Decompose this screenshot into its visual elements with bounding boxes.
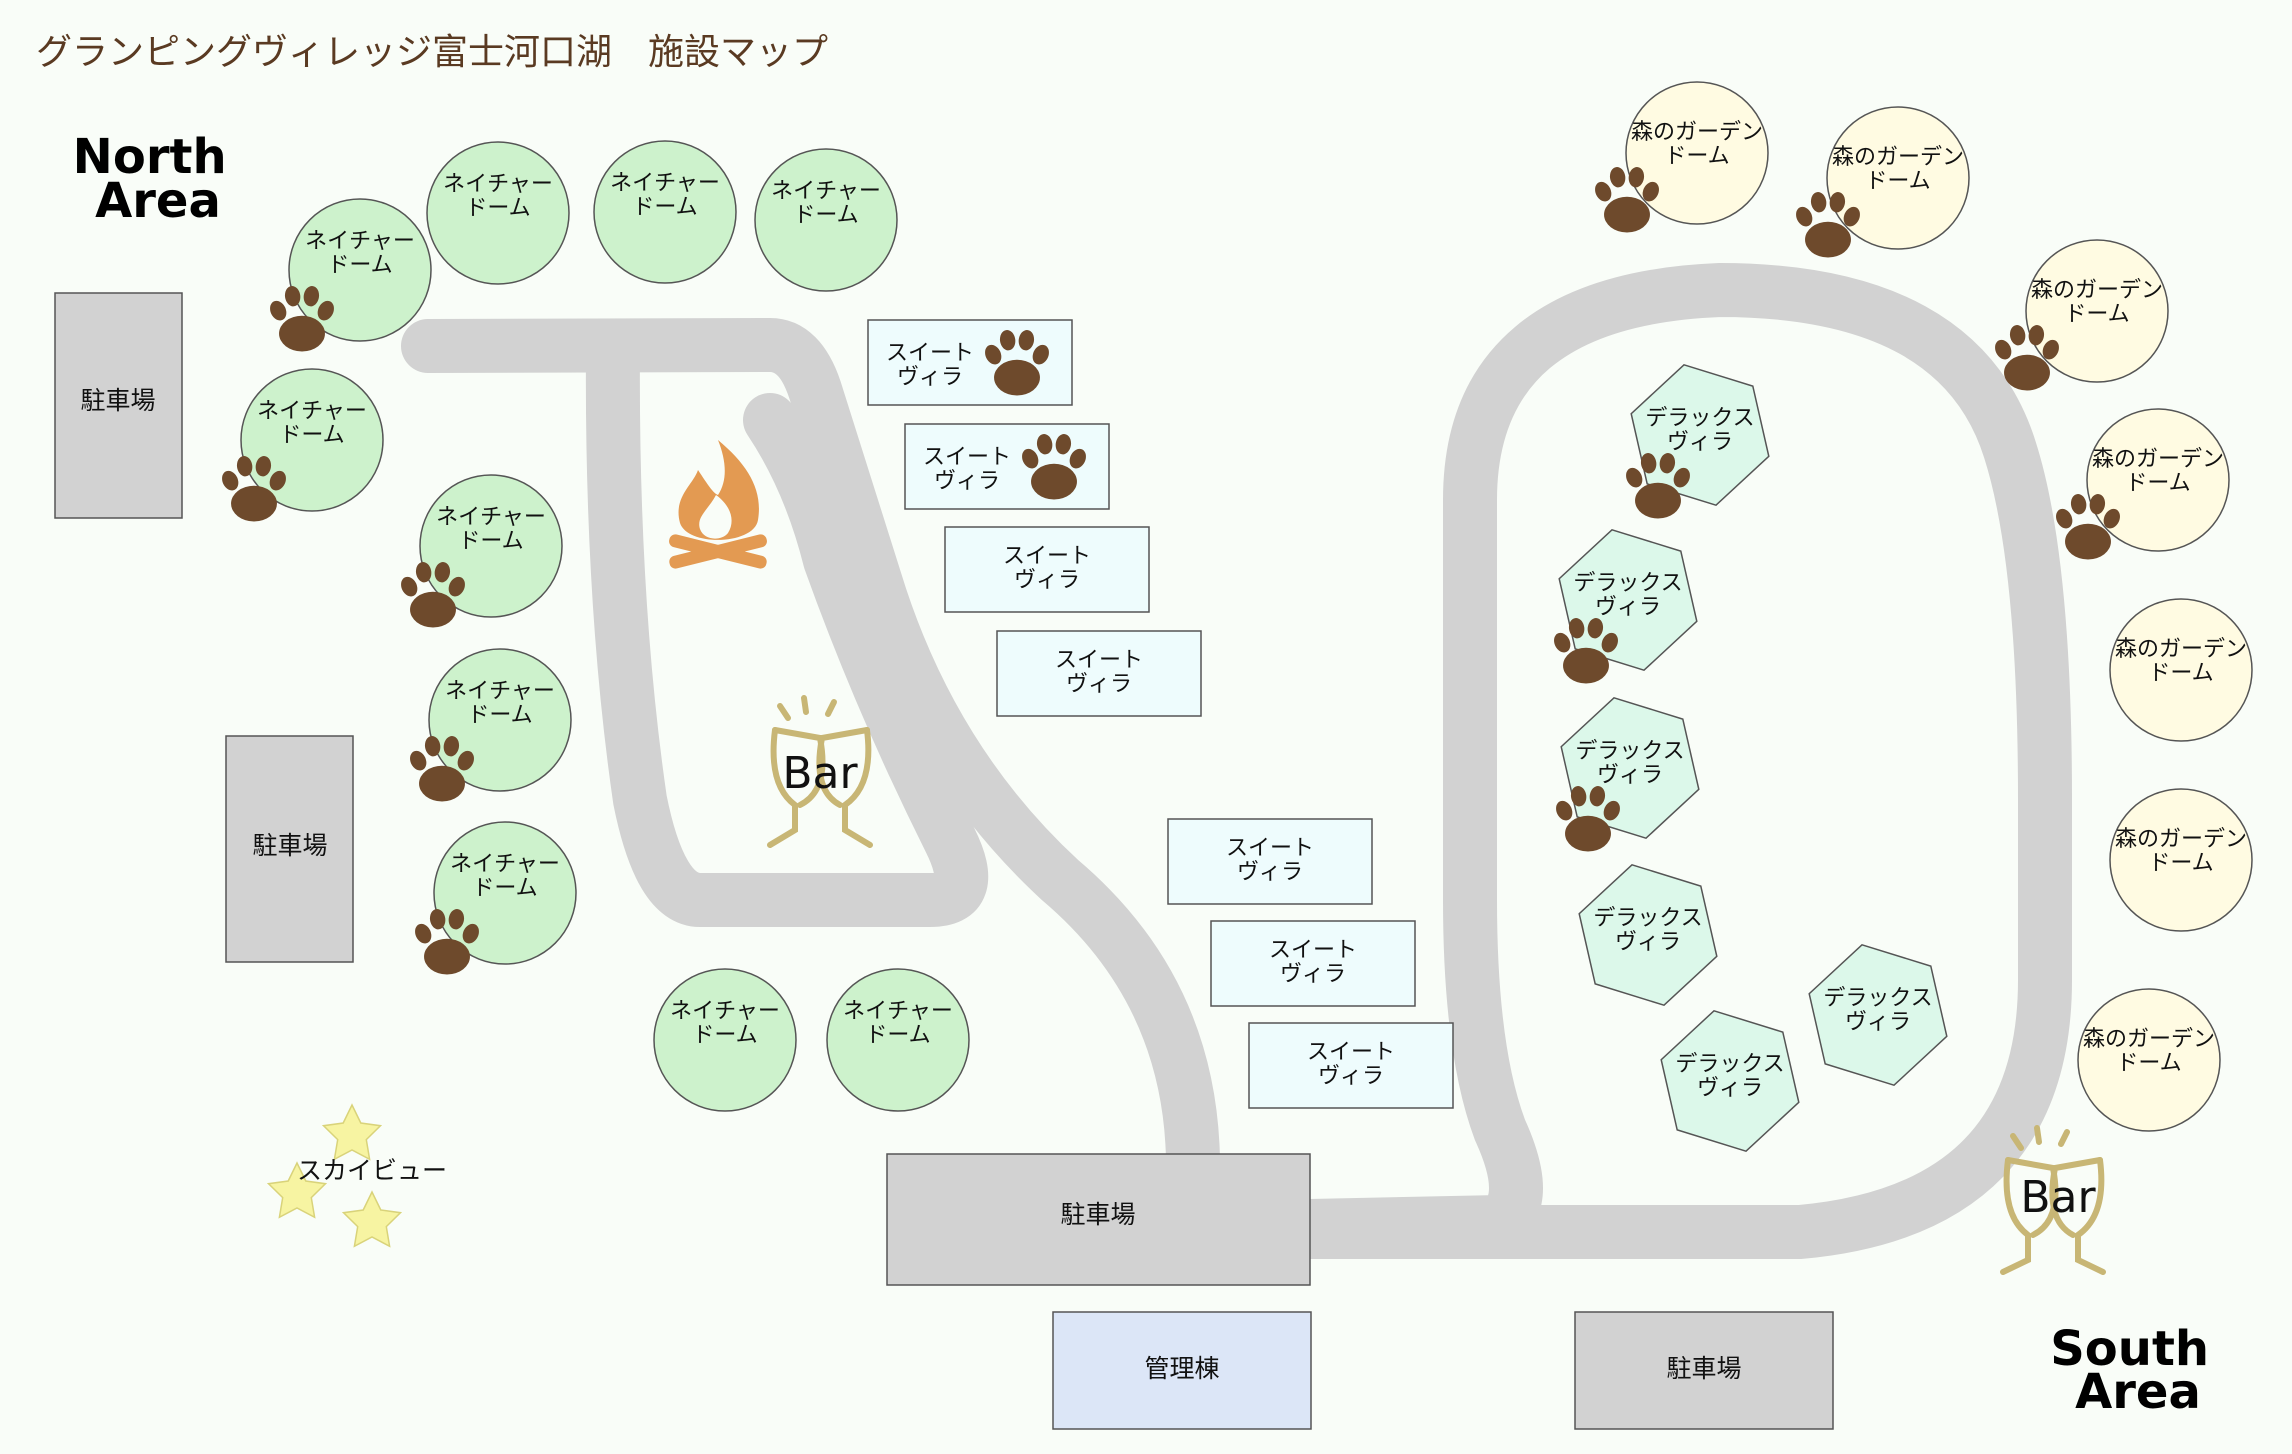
garden-dome[interactable]: 森のガーデンドーム bbox=[2109, 598, 2253, 742]
admin-building: 管理棟 bbox=[1052, 1311, 1312, 1430]
svg-text:駐車場: 駐車場 bbox=[1060, 1200, 1135, 1229]
bar-north: Bar bbox=[767, 695, 873, 848]
parking-lot: 駐車場 bbox=[225, 735, 354, 963]
nature-dome[interactable]: ネイチャードーム bbox=[653, 968, 797, 1112]
star-icon bbox=[322, 1104, 382, 1161]
wine-glasses-icon bbox=[767, 695, 873, 848]
svg-text:管理棟: 管理棟 bbox=[1144, 1354, 1219, 1383]
unit-label: 森のガーデンドーム bbox=[2031, 278, 2163, 327]
roads bbox=[401, 263, 2072, 1259]
garden-dome[interactable]: 森のガーデンドーム bbox=[2077, 988, 2221, 1132]
unit-label: ネイチャードーム bbox=[450, 852, 560, 901]
nature-domes: ネイチャードームネイチャードームネイチャードームネイチャードームネイチャードーム… bbox=[218, 140, 970, 1112]
nature-dome[interactable]: ネイチャードーム bbox=[397, 474, 563, 628]
svg-text:スカイビュー: スカイビュー bbox=[297, 1156, 447, 1185]
deluxe-villa[interactable]: デラックスヴィラ bbox=[1578, 863, 1718, 1007]
nature-dome[interactable]: ネイチャードーム bbox=[411, 821, 577, 975]
unit-label: デラックスヴィラ bbox=[1823, 986, 1932, 1035]
sky-view: スカイビュー bbox=[267, 1104, 447, 1248]
nature-dome[interactable]: ネイチャードーム bbox=[406, 648, 572, 802]
suite-villa[interactable]: スイートヴィラ bbox=[996, 630, 1202, 717]
nature-dome[interactable]: ネイチャードーム bbox=[218, 368, 384, 522]
unit-label: デラックスヴィラ bbox=[1593, 906, 1702, 955]
unit-label: 森のガーデンドーム bbox=[2115, 827, 2247, 876]
map-title: グランピングヴィレッジ富士河口湖 施設マップ bbox=[36, 32, 828, 73]
nature-dome[interactable]: ネイチャードーム bbox=[593, 140, 737, 284]
unit-label: 森のガーデンドーム bbox=[1832, 145, 1964, 194]
bar-south: Bar bbox=[2000, 1125, 2106, 1275]
nature-dome[interactable]: ネイチャードーム bbox=[754, 148, 898, 292]
unit-label: デラックスヴィラ bbox=[1675, 1052, 1784, 1101]
unit-label: ネイチャードーム bbox=[610, 171, 720, 220]
garden-dome[interactable]: 森のガーデンドーム bbox=[2109, 788, 2253, 932]
suite-villa[interactable]: スイートヴィラ bbox=[1210, 920, 1416, 1007]
svg-text:Bar: Bar bbox=[2020, 1172, 2096, 1223]
unit-label: スイートヴィラ bbox=[886, 341, 974, 390]
garden-dome[interactable]: 森のガーデンドーム bbox=[1792, 106, 1970, 258]
unit-label: スイートヴィラ bbox=[1226, 836, 1314, 885]
garden-dome[interactable]: 森のガーデンドーム bbox=[1991, 239, 2169, 391]
suite-villas: スイートヴィラスイートヴィラスイートヴィラスイートヴィラスイートヴィラスイートヴ… bbox=[867, 319, 1454, 1109]
svg-text:駐車場: 駐車場 bbox=[1666, 1354, 1741, 1383]
suite-villa[interactable]: スイートヴィラ bbox=[867, 319, 1073, 406]
deluxe-villa[interactable]: デラックスヴィラ bbox=[1660, 1009, 1800, 1153]
unit-label: ネイチャードーム bbox=[843, 999, 953, 1048]
nature-dome[interactable]: ネイチャードーム bbox=[266, 198, 432, 352]
unit-label: デラックスヴィラ bbox=[1645, 406, 1754, 455]
north-area-label: North Area bbox=[73, 129, 244, 229]
unit-label: 森のガーデンドーム bbox=[2092, 447, 2224, 496]
deluxe-villa[interactable]: デラックスヴィラ bbox=[1550, 528, 1698, 684]
campfire-icon bbox=[669, 440, 767, 569]
parking-lot: 駐車場 bbox=[886, 1153, 1311, 1286]
unit-label: ネイチャードーム bbox=[436, 505, 546, 554]
unit-label: デラックスヴィラ bbox=[1573, 571, 1682, 620]
deluxe-villa[interactable]: デラックスヴィラ bbox=[1552, 696, 1700, 852]
garden-domes: 森のガーデンドーム森のガーデンドーム森のガーデンドーム森のガーデンドーム森のガー… bbox=[1591, 81, 2253, 1132]
suite-villa[interactable]: スイートヴィラ bbox=[904, 423, 1110, 510]
deluxe-villa[interactable]: デラックスヴィラ bbox=[1808, 943, 1948, 1087]
garden-dome[interactable]: 森のガーデンドーム bbox=[2052, 408, 2230, 560]
svg-text:駐車場: 駐車場 bbox=[80, 386, 155, 415]
unit-label: ネイチャードーム bbox=[771, 179, 881, 228]
suite-villa[interactable]: スイートヴィラ bbox=[1248, 1022, 1454, 1109]
suite-villa[interactable]: スイートヴィラ bbox=[944, 526, 1150, 613]
unit-label: 森のガーデンドーム bbox=[2083, 1027, 2215, 1076]
star-icon bbox=[342, 1191, 402, 1248]
deluxe-villas: デラックスヴィラデラックスヴィラデラックスヴィラデラックスヴィラデラックスヴィラ… bbox=[1550, 363, 1948, 1153]
unit-label: スイートヴィラ bbox=[1307, 1040, 1395, 1089]
unit-label: ネイチャードーム bbox=[443, 172, 553, 221]
unit-label: ネイチャードーム bbox=[305, 229, 415, 278]
garden-dome[interactable]: 森のガーデンドーム bbox=[1591, 81, 1769, 233]
svg-text:Bar: Bar bbox=[782, 748, 858, 799]
wine-glasses-icon bbox=[2000, 1125, 2106, 1275]
deluxe-villa[interactable]: デラックスヴィラ bbox=[1622, 363, 1770, 519]
south-area-label: South Area bbox=[2050, 1321, 2226, 1420]
unit-label: スイートヴィラ bbox=[1269, 938, 1357, 987]
unit-label: スイートヴィラ bbox=[923, 445, 1011, 494]
unit-label: スイートヴィラ bbox=[1003, 544, 1091, 593]
unit-label: スイートヴィラ bbox=[1055, 648, 1143, 697]
nature-dome[interactable]: ネイチャードーム bbox=[426, 141, 570, 285]
suite-villa[interactable]: スイートヴィラ bbox=[1167, 818, 1373, 905]
parking-lot: 駐車場 bbox=[1574, 1311, 1834, 1430]
unit-label: ネイチャードーム bbox=[445, 679, 555, 728]
unit-label: 森のガーデンドーム bbox=[1631, 120, 1763, 169]
unit-label: 森のガーデンドーム bbox=[2115, 637, 2247, 686]
nature-dome[interactable]: ネイチャードーム bbox=[826, 968, 970, 1112]
unit-label: ネイチャードーム bbox=[257, 399, 367, 448]
unit-label: ネイチャードーム bbox=[670, 999, 780, 1048]
parking-lot: 駐車場 bbox=[54, 292, 183, 519]
unit-label: デラックスヴィラ bbox=[1575, 739, 1684, 788]
svg-text:駐車場: 駐車場 bbox=[252, 831, 327, 860]
